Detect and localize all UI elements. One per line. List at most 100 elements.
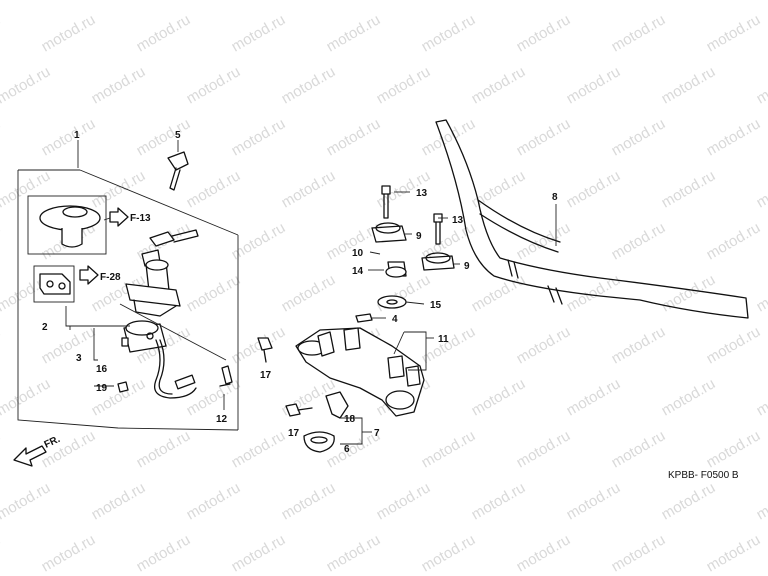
switch-body-part	[123, 320, 197, 399]
watermark-text: motod.ru	[374, 479, 434, 523]
diagram-code: KPBB- F0500 B	[668, 470, 739, 481]
watermark-text: motod.ru	[229, 219, 289, 263]
watermark-text: motod.ru	[704, 323, 764, 367]
top-bridge-part	[295, 327, 425, 417]
watermark-text: motod.ru	[419, 115, 479, 159]
callout-9a: 9	[416, 231, 422, 242]
watermark-text: motod.ru	[754, 479, 768, 523]
watermark-text: motod.ru	[374, 0, 434, 3]
watermark-text: motod.ru	[374, 271, 434, 315]
watermark-text: motod.ru	[39, 115, 99, 159]
callout-14: 14	[352, 266, 364, 277]
watermark-text: motod.ru	[324, 11, 384, 55]
watermark-text: motod.ru	[279, 479, 339, 523]
callout-9b: 9	[464, 261, 470, 272]
watermark-text: motod.ru	[0, 479, 53, 523]
watermark-text: motod.ru	[184, 0, 244, 3]
ref-f13: F-13	[130, 213, 151, 224]
watermark-text: motod.ru	[229, 531, 289, 575]
callout-labels: 1 5 2 3 16 19 12 13 13 9 9 10 14 15 4 11…	[42, 130, 739, 481]
watermark-text: motod.ru	[514, 11, 574, 55]
watermark-text: motod.ru	[704, 531, 764, 575]
watermark-text: motod.ru	[514, 531, 574, 575]
watermark-text: motod.ru	[469, 63, 529, 107]
watermark-text: motod.ru	[0, 63, 53, 107]
washers-part	[355, 261, 407, 323]
watermark-text: motod.ru	[564, 375, 624, 419]
callout-5: 5	[175, 130, 181, 141]
watermark-text: motod.ru	[609, 219, 669, 263]
watermark-text: motod.ru	[39, 11, 99, 55]
watermark-text: motod.ru	[279, 0, 339, 3]
callout-12: 12	[216, 414, 228, 425]
front-direction-arrow-icon	[13, 445, 47, 467]
callout-16: 16	[96, 364, 108, 375]
watermark-text: motod.ru	[279, 63, 339, 107]
callout-13b: 13	[452, 215, 464, 226]
watermark-text: motod.ru	[324, 531, 384, 575]
callout-10: 10	[352, 248, 364, 259]
watermark-text: motod.ru	[564, 0, 624, 3]
watermark-text: motod.ru	[754, 375, 768, 419]
mount-bracket-part	[303, 391, 349, 453]
watermark-text: motod.ru	[564, 167, 624, 211]
callout-17a: 17	[260, 370, 272, 381]
callout-4: 4	[392, 314, 398, 325]
cap-part	[27, 195, 129, 255]
watermark-text: motod.ru	[89, 375, 149, 419]
watermark-text: motod.ru	[754, 63, 768, 107]
watermark-text: motod.ru	[704, 115, 764, 159]
watermark-text: motod.ru	[564, 479, 624, 523]
watermark-text: motod.ru	[229, 427, 289, 471]
watermark-text: motod.ru	[564, 271, 624, 315]
watermark-text: motod.ru	[89, 479, 149, 523]
watermark-text: motod.ru	[609, 323, 669, 367]
watermark-text: motod.ru	[419, 427, 479, 471]
callout-13a: 13	[416, 188, 428, 199]
watermark-text: motod.ru	[659, 63, 719, 107]
watermark-text: motod.ru	[0, 0, 53, 3]
watermark-text: motod.ru	[184, 167, 244, 211]
watermark-text: motod.ru	[134, 11, 194, 55]
watermark-text: motod.ru	[754, 167, 768, 211]
watermark-text: motod.ru	[39, 531, 99, 575]
ignition-switch-part	[125, 229, 199, 317]
watermark-text: motod.ru	[514, 323, 574, 367]
left-leaders	[65, 140, 227, 410]
right-leaders	[340, 191, 460, 445]
watermark-text: motod.ru	[469, 375, 529, 419]
callout-19: 19	[96, 383, 108, 394]
watermark-text: motod.ru	[184, 479, 244, 523]
watermark-text: motod.ru	[659, 0, 719, 3]
callout-15: 15	[430, 300, 442, 311]
watermark-text: motod.ru	[184, 271, 244, 315]
watermark-text: motod.ru	[514, 427, 574, 471]
callout-8: 8	[552, 192, 558, 203]
watermark-text: motod.ru	[0, 11, 3, 55]
callout-6: 6	[344, 444, 350, 455]
watermark-text: motod.ru	[469, 479, 529, 523]
watermark-text: motod.ru	[134, 427, 194, 471]
watermark-text: motod.ru	[609, 427, 669, 471]
watermark-text: motod.ru	[184, 63, 244, 107]
callout-1: 1	[74, 130, 80, 141]
watermark-text: motod.ru	[419, 531, 479, 575]
callout-18: 18	[344, 414, 356, 425]
watermark-text: motod.ru	[659, 375, 719, 419]
watermark-text: motod.ru	[469, 0, 529, 3]
ref-f28: F-28	[100, 272, 121, 283]
watermark-text: motod.ru	[419, 323, 479, 367]
watermark-text: motod.ru	[469, 167, 529, 211]
callout-3: 3	[76, 353, 82, 364]
watermark-text: motod.ru	[704, 219, 764, 263]
watermark-text: motod.ru	[659, 479, 719, 523]
assembly-1-boundary	[17, 140, 239, 431]
watermark-text: motod.ru	[609, 531, 669, 575]
watermark-text: motod.ru	[89, 63, 149, 107]
watermark-text: motod.ru	[754, 271, 768, 315]
watermark-text: motod.ru	[229, 323, 289, 367]
watermark-text: motod.ru	[659, 271, 719, 315]
watermark-text: motod.ru	[0, 375, 53, 419]
